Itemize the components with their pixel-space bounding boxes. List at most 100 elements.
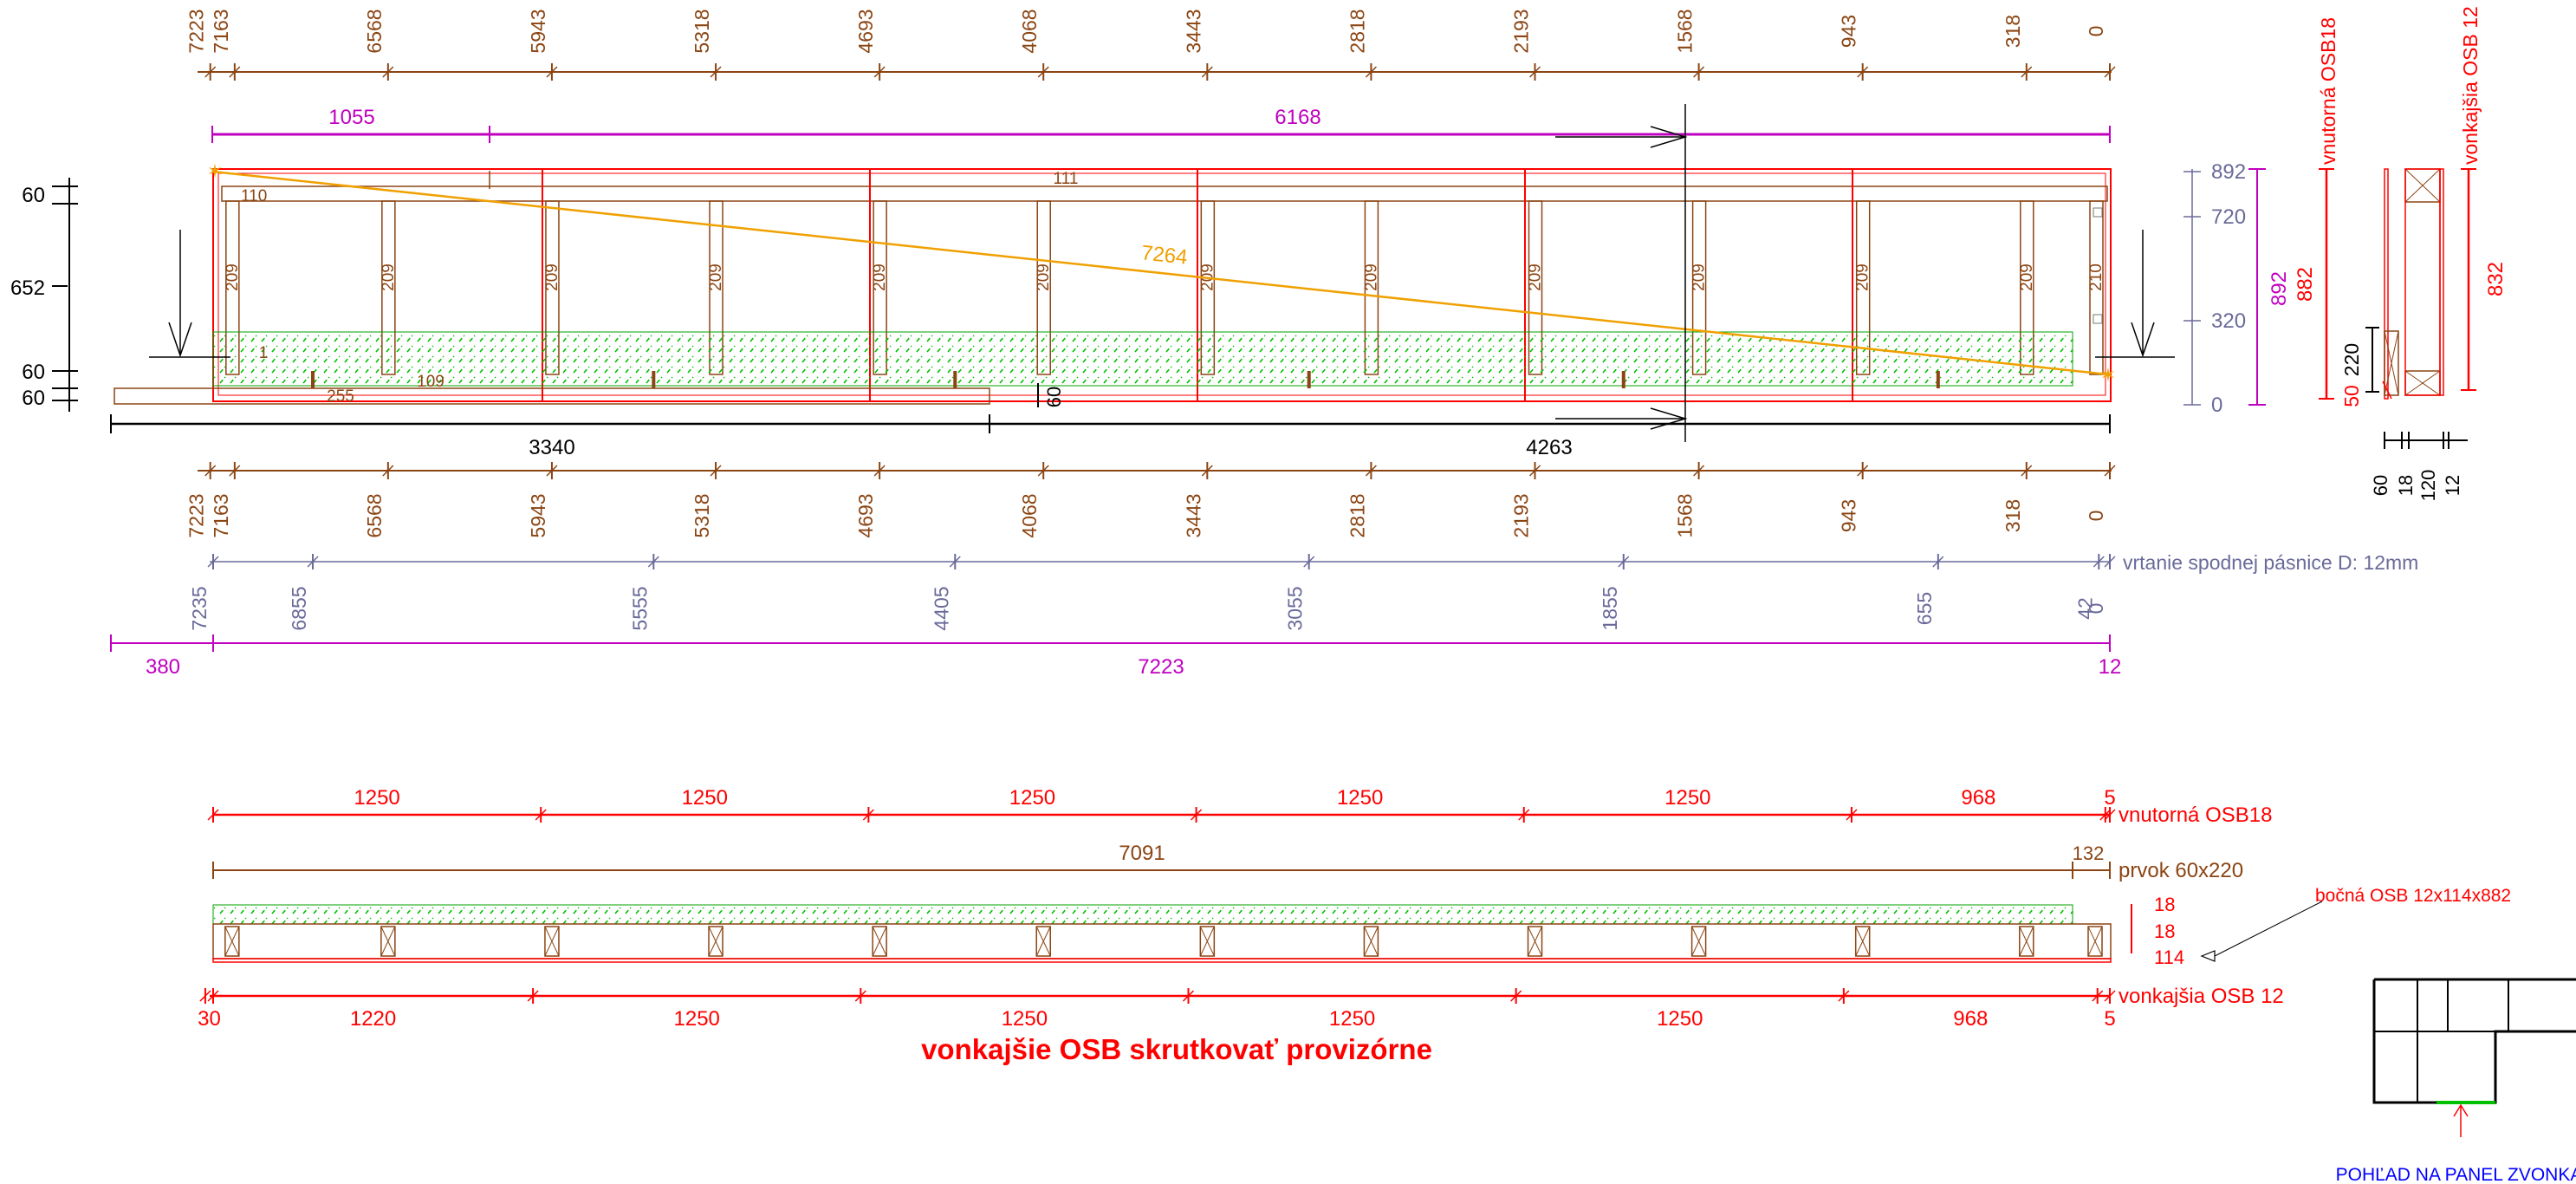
- left-dimensions: 60 652 60 60: [10, 178, 78, 412]
- osb-tick-slash: [1182, 990, 1195, 1002]
- stud-length-label: 209: [1362, 263, 1380, 291]
- end-bracket-bottom: [2093, 314, 2103, 324]
- osb-segment-label: 30: [198, 1007, 221, 1031]
- drill-tick-slash: [1932, 556, 1944, 568]
- gap-label: 60: [1043, 387, 1065, 407]
- plan-studs: [224, 926, 2103, 957]
- cross-stud: [2404, 168, 2441, 396]
- bottom-stud-label: 5943: [527, 493, 549, 537]
- cross-base: 50: [2340, 385, 2363, 407]
- stud-length-label: 209: [707, 263, 725, 291]
- top-stud-tick-slash: [546, 66, 558, 78]
- osb-segment-label: 1250: [1002, 1007, 1048, 1031]
- bottom-stud-label: 7223: [185, 493, 208, 537]
- drill-label: 42: [2073, 597, 2096, 620]
- plan-stud: [224, 926, 240, 957]
- bottom-stud-tick-slash: [1365, 465, 1377, 477]
- top-stud-label: 0: [2085, 26, 2107, 37]
- top-stud-tick-slash: [1693, 66, 1705, 78]
- cross-inner-label: vnutorná OSB18: [2317, 17, 2339, 165]
- stud-length-label: 209: [871, 263, 889, 291]
- bottom-stud-tick-slash: [1857, 465, 1869, 477]
- bottom-stud-label: 2193: [1510, 493, 1533, 537]
- stud-length-label: 209: [380, 263, 398, 291]
- cross-plate-height: 220: [2340, 343, 2363, 376]
- osb-segment-label: 1250: [1329, 1007, 1375, 1031]
- top-plate-left-label: 110: [241, 187, 267, 205]
- osb-tick-slash: [854, 990, 866, 1002]
- top-stud-label: 2193: [1510, 9, 1533, 53]
- sill: [114, 387, 990, 405]
- drill-label: 0: [2085, 603, 2107, 615]
- diagonal-end-marker: ✶: [2100, 364, 2116, 386]
- bottom-stud-label: 5318: [691, 493, 713, 537]
- plan-section: 18 18 114 bočná OSB 12x114x882: [212, 886, 2511, 968]
- cross-inner-height: 882: [2294, 267, 2317, 302]
- drill-tick-slash: [1618, 556, 1630, 568]
- inner-osb-label: vnutorná OSB18: [2119, 803, 2272, 827]
- osb-segment-label: 5: [2104, 1007, 2115, 1031]
- osb-tick-slash: [2104, 990, 2116, 1002]
- osb-tick-slash: [199, 990, 211, 1002]
- panel-outline: [212, 168, 2112, 402]
- end-bracket-top: [2093, 207, 2103, 218]
- bottom-segment-right-label: 4263: [1526, 436, 1572, 459]
- bottom-segment-left-label: 3340: [529, 436, 574, 459]
- top-stud-tick-slash: [382, 66, 394, 78]
- top-stud-tick-slash: [2021, 66, 2033, 78]
- marker-label: 1: [259, 344, 269, 362]
- drill-tick-slash: [647, 556, 659, 568]
- plan-insulation: [212, 904, 2073, 925]
- stud-length-label: 209: [1527, 263, 1545, 291]
- level-label: 0: [2211, 394, 2222, 417]
- plan-body: [212, 923, 2112, 960]
- plan-stud: [2087, 926, 2103, 957]
- side-osb-label: bočná OSB 12x114x882: [2315, 886, 2511, 906]
- drill-label: 5555: [628, 586, 651, 630]
- top-stud-label: 6568: [363, 9, 386, 53]
- top-segment-row: 1055 6168: [211, 106, 2111, 143]
- top-stud-label: 5943: [527, 9, 549, 53]
- bottom-stud-tick-slash: [2104, 465, 2116, 477]
- osb-tick-slash: [2099, 809, 2112, 821]
- drill-tick-slash: [2104, 556, 2116, 568]
- stud-length-label: 209: [224, 263, 242, 291]
- plan-stud-cross: [872, 926, 887, 957]
- osb-segment-label: 1250: [354, 786, 399, 810]
- osb-segment-label: 1250: [674, 1007, 720, 1031]
- bottom-stud-tick-slash: [546, 465, 558, 477]
- element-length-label: 7091: [1119, 842, 1165, 865]
- bottom-stud-label: 0: [2085, 511, 2107, 522]
- left-dim-top: 60: [22, 184, 45, 207]
- osb-segment-label: 1250: [682, 786, 728, 810]
- bottom-stud-tick-slash: [873, 465, 886, 477]
- plan-stud: [2019, 926, 2034, 957]
- section-dim-2: 18: [2154, 921, 2175, 942]
- top-stud-tick-slash: [204, 66, 217, 78]
- view-label: POHĽAD NA PANEL ZVONKA: [2336, 1165, 2576, 1184]
- cross-section: vnutorná OSB18 882 vonkajšia OSB 12 832 …: [2294, 6, 2508, 501]
- element-row: 7091 132 prvok 60x220: [212, 842, 2243, 882]
- plan-stud: [1527, 926, 1543, 957]
- diagonal-start-marker: ✶: [207, 160, 223, 182]
- section-dim-1: 18: [2154, 894, 2175, 915]
- drill-tick-slash: [207, 556, 219, 568]
- element-end-label: 132: [2073, 842, 2105, 864]
- drill-tick-slash: [2093, 556, 2105, 568]
- plan-stud-cross: [1855, 926, 1871, 957]
- top-stud-label: 4693: [854, 9, 877, 53]
- cross-width-3: 120: [2417, 470, 2439, 502]
- overall-right-label: 12: [2099, 655, 2122, 679]
- bottom-stud-label: 6568: [363, 493, 386, 537]
- anchor-bolt: [953, 371, 957, 388]
- osb-tick-slash: [207, 990, 219, 1002]
- top-stud-tick-slash: [1037, 66, 1049, 78]
- plan-stud-cross: [544, 926, 560, 957]
